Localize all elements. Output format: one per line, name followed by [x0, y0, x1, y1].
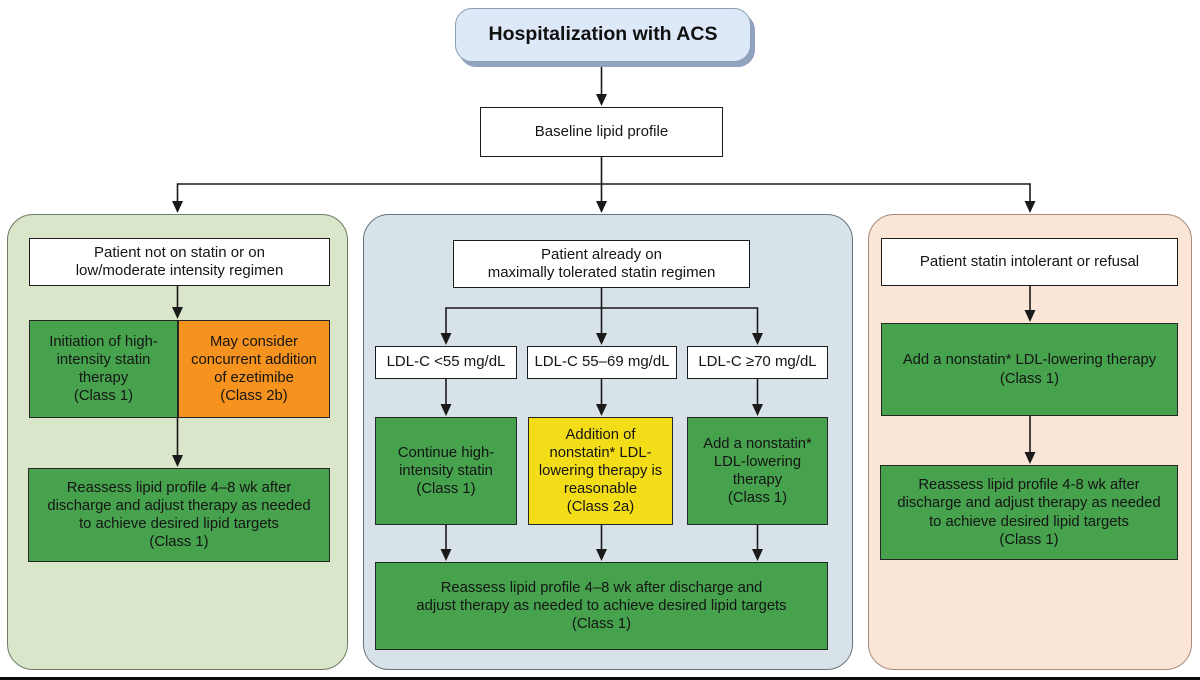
- left-header-not-on-statin: Patient not on statin or on low/moderate…: [29, 238, 330, 286]
- continue-high-intensity-statin-node: Continue high- intensity statin (Class 1…: [375, 417, 517, 525]
- addition-nonstatin-reasonable-node: Addition of nonstatin* LDL- lowering the…: [528, 417, 673, 525]
- left-reassess-node: Reassess lipid profile 4–8 wk after disc…: [28, 468, 330, 562]
- figure-bottom-border: [0, 677, 1200, 680]
- middle-header-max-statin: Patient already on maximally tolerated s…: [453, 240, 750, 288]
- baseline-lipid-profile-node: Baseline lipid profile: [480, 107, 723, 157]
- ldl-lt55-node: LDL-C <55 mg/dL: [375, 346, 517, 379]
- add-nonstatin-node-middle: Add a nonstatin* LDL-lowering therapy (C…: [687, 417, 828, 525]
- ldl-ge70-node: LDL-C ≥70 mg/dL: [687, 346, 828, 379]
- right-reassess-node: Reassess lipid profile 4-8 wk after disc…: [880, 465, 1178, 560]
- right-header-statin-intolerant: Patient statin intolerant or refusal: [881, 238, 1178, 286]
- consider-ezetimibe-node: May consider concurrent addition of ezet…: [178, 320, 330, 418]
- ldl-55-69-node: LDL-C 55–69 mg/dL: [527, 346, 677, 379]
- start-node-hospitalization-acs: Hospitalization with ACS: [455, 8, 751, 62]
- add-nonstatin-node-right: Add a nonstatin* LDL-lowering therapy (C…: [881, 323, 1178, 416]
- middle-reassess-node: Reassess lipid profile 4–8 wk after disc…: [375, 562, 828, 650]
- initiation-high-intensity-statin-node: Initiation of high- intensity statin the…: [29, 320, 178, 418]
